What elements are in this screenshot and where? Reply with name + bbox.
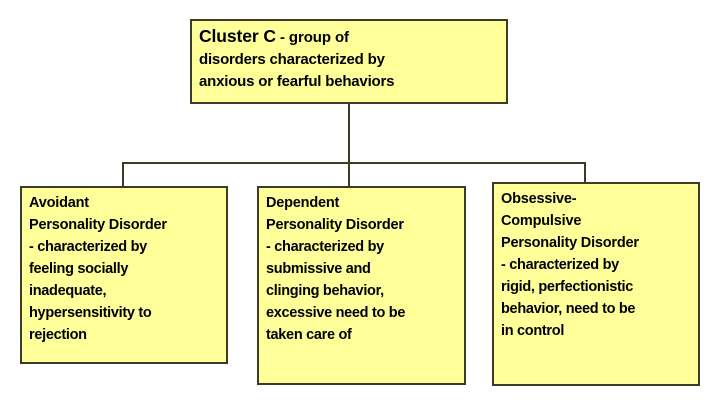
node-avoidant-desc-line-5: rejection bbox=[29, 327, 87, 343]
connector-drop-obsessive-compulsive bbox=[584, 162, 586, 183]
node-obsessive-title-line-1: Obsessive- bbox=[501, 191, 577, 207]
node-avoidant-desc-line-2: feeling socially bbox=[29, 261, 129, 277]
connector-drop-dependent bbox=[348, 162, 350, 187]
node-dependent-desc-line-3: clinging behavior, bbox=[266, 283, 384, 299]
node-dependent-desc-line-5: taken care of bbox=[266, 327, 352, 343]
node-avoidant-desc-line-1: - characterized by bbox=[29, 239, 147, 255]
node-avoidant-title-line-1: Avoidant bbox=[29, 195, 89, 211]
node-avoidant-desc-line-4: hypersensitivity to bbox=[29, 305, 152, 321]
node-avoidant-personality-disorder[interactable]: Avoidant Personality Disorder - characte… bbox=[20, 186, 228, 364]
node-avoidant-desc-line-3: inadequate, bbox=[29, 283, 107, 299]
connector-drop-avoidant bbox=[122, 162, 124, 187]
node-dependent-title-line-2: Personality Disorder bbox=[266, 217, 404, 233]
node-dependent-desc-line-4: excessive need to be bbox=[266, 305, 406, 321]
connector-horizontal-bar bbox=[122, 162, 586, 164]
node-cluster-c-line-1-rest: - group of bbox=[275, 29, 349, 46]
node-cluster-c[interactable]: Cluster C - group of disorders character… bbox=[190, 19, 508, 104]
connector-root-trunk bbox=[348, 103, 350, 164]
node-cluster-c-line-1: Cluster C - group of bbox=[199, 25, 500, 49]
node-cluster-c-line-3: anxious or fearful behaviors bbox=[199, 73, 395, 90]
node-obsessive-desc-line-3: behavior, need to be bbox=[501, 301, 636, 317]
node-obsessive-desc-line-2: rigid, perfectionistic bbox=[501, 279, 633, 295]
node-obsessive-title-line-3: Personality Disorder bbox=[501, 235, 639, 251]
node-dependent-title-line-1: Dependent bbox=[266, 195, 340, 211]
node-cluster-c-title: Cluster C bbox=[199, 26, 276, 46]
node-obsessive-desc-line-1: - characterized by bbox=[501, 257, 619, 273]
node-avoidant-title-line-2: Personality Disorder bbox=[29, 217, 167, 233]
node-dependent-desc-line-1: - characterized by bbox=[266, 239, 384, 255]
node-cluster-c-line-2: disorders characterized by bbox=[199, 51, 385, 68]
node-obsessive-title-line-2: Compulsive bbox=[501, 213, 582, 229]
node-dependent-personality-disorder[interactable]: Dependent Personality Disorder - charact… bbox=[257, 186, 466, 385]
node-obsessive-compulsive-personality-disorder[interactable]: Obsessive- Compulsive Personality Disord… bbox=[492, 182, 700, 386]
node-obsessive-desc-line-4: in control bbox=[501, 323, 565, 339]
node-dependent-desc-line-2: submissive and bbox=[266, 261, 371, 277]
